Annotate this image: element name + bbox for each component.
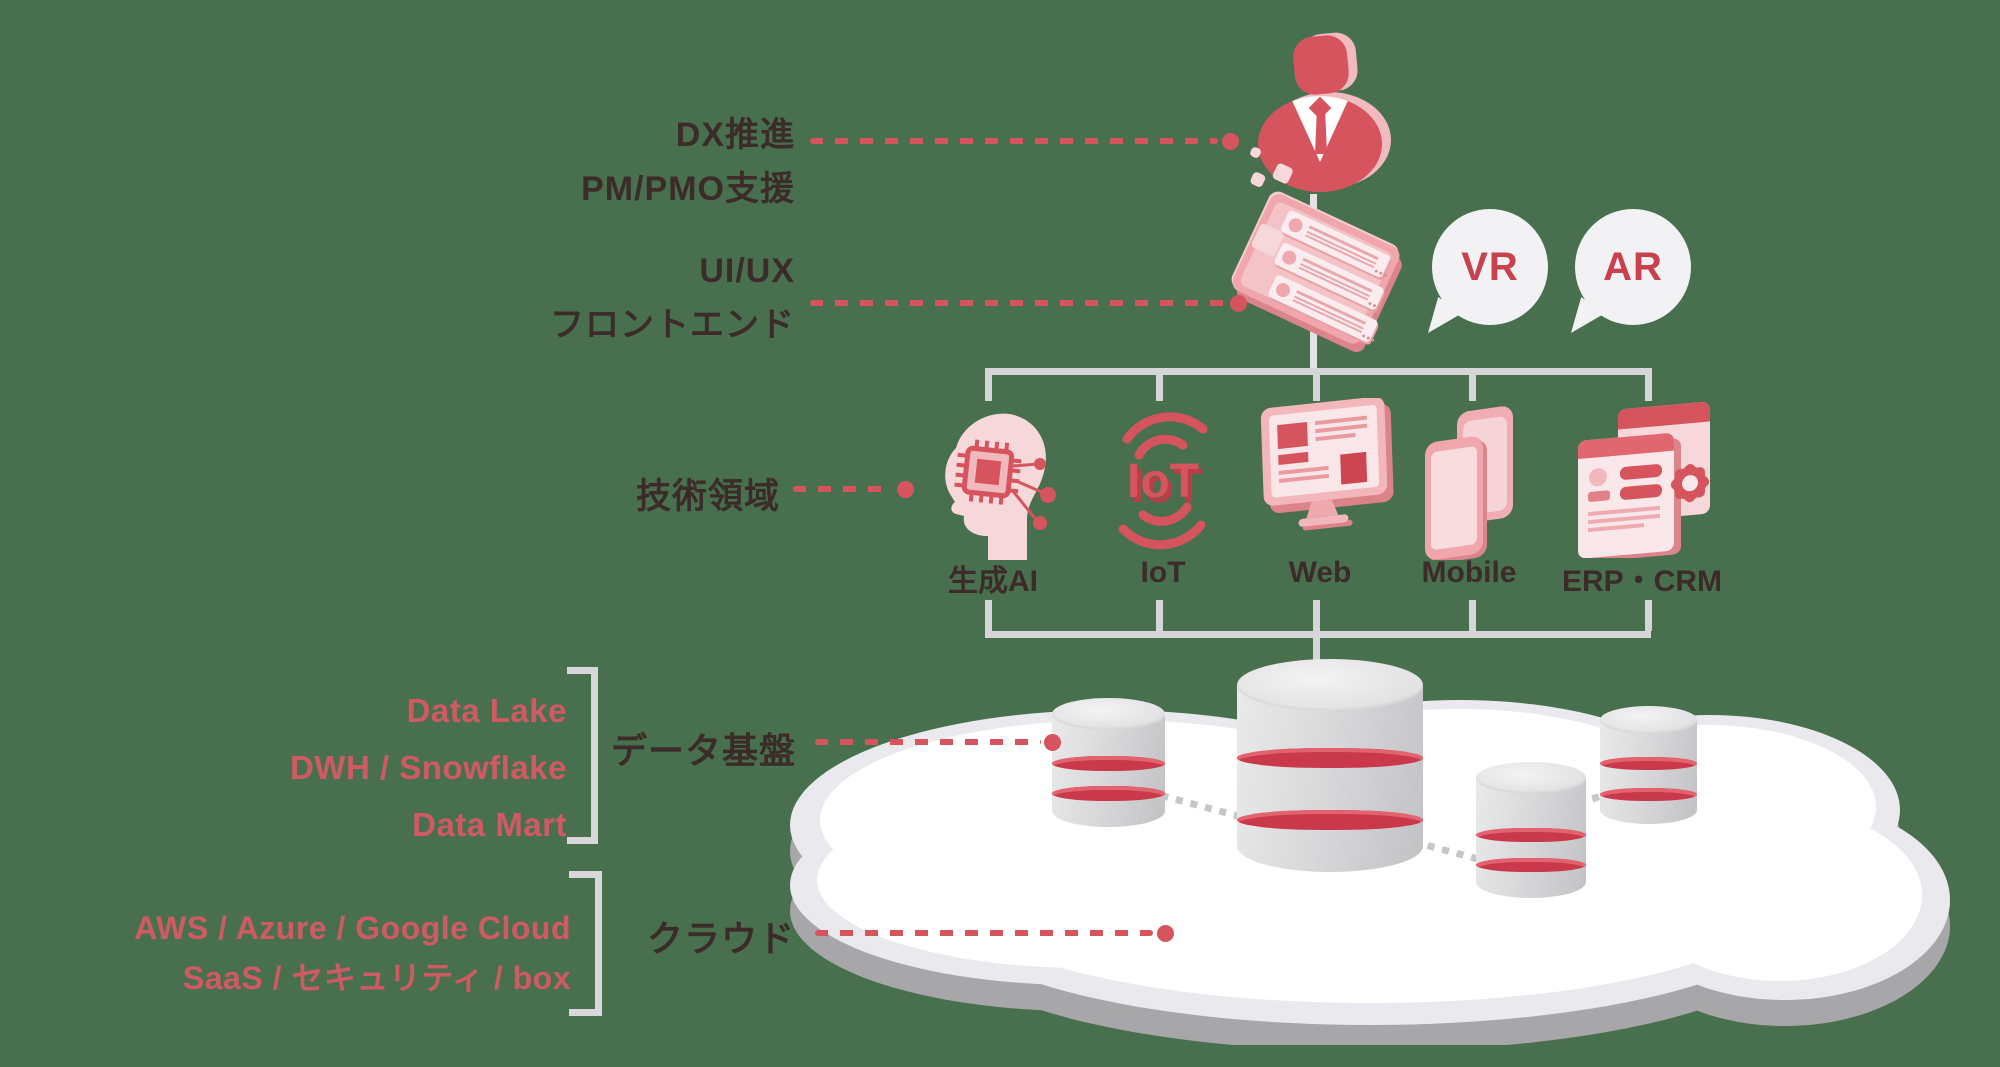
generative-ai-icon [945,413,1056,560]
top-connector-stub [1156,368,1163,401]
web-icon [1260,398,1394,531]
database-ring [1052,756,1165,771]
annotation-tech-domain: 技術領域 [635,477,780,516]
annotation-cloud: クラウド [646,918,795,959]
database-ring [1052,786,1165,801]
annotation-uiux-line1: UI/UX [699,252,795,290]
data-platform-stack-item: Data Mart [412,806,567,843]
row-avatar-icon [1279,248,1299,267]
top-connector-stub [1645,368,1652,401]
dx-leader-line [810,138,1218,144]
dx-leader-dot [1222,133,1239,150]
annotation-data-platform: データ基盤 [610,730,796,771]
database-top [1237,659,1423,711]
data-platform-stack-item: Data Lake [406,692,567,729]
uiux-leader-line [810,300,1226,306]
database-ring [1476,858,1586,872]
vr-bubble: VR [1428,209,1548,333]
bottom-connector-stub [1469,600,1476,631]
iot-icon: IoT IoT [1118,412,1208,550]
connector-to-database [1313,638,1320,663]
cloud-bracket [569,871,602,1016]
bottom-connector-line [985,631,1651,638]
row-dots [1367,301,1372,306]
annotation-uiux: UI/UX フロントエンド [550,244,795,352]
database-cylinder [1600,706,1697,824]
database-top [1476,762,1586,794]
tech-leader-dot [897,481,914,498]
bottom-connector-stub [1156,600,1163,631]
svg-text:IoT: IoT [1131,460,1203,513]
cloud-stack-item: SaaS / セキュリティ / box [182,960,571,996]
database-ring [1600,788,1697,801]
tech-label-erp-crm: ERP・CRM [1561,565,1722,598]
data-platform-bracket [567,667,598,844]
annotation-dx: DX推進 PM/PMO支援 [581,108,795,216]
database-ring [1600,757,1697,770]
database-cylinder [1052,698,1165,827]
database-body [1600,720,1697,824]
top-connector-stub [1313,368,1320,401]
tech-label-web: Web [1288,556,1352,589]
database-cylinder-main [1237,659,1423,872]
businessman-tie [1315,112,1327,154]
cloud-leader-dot [1157,925,1174,942]
row-dots [1361,333,1366,338]
tech-label-generative-ai: 生成AI [948,565,1038,598]
data-platform-leader-line [815,739,1041,745]
database-ring [1237,810,1423,830]
data-platform-stack-list: Data Lake DWH / Snowflake Data Mart [290,682,567,853]
top-connector-stub [985,368,992,401]
vr-bubble-tail [1428,297,1462,333]
row-avatar-icon [1273,280,1293,300]
uiux-leader-dot [1230,295,1247,312]
cloud-stack-item: AWS / Azure / Google Cloud [134,910,571,946]
bottom-connector-stub [1313,600,1320,631]
ar-bubble-tail [1571,297,1605,333]
businessman-head [1291,33,1351,97]
tech-leader-line [793,486,893,492]
data-platform-leader-dot [1044,734,1061,751]
mobile-icon [1425,406,1513,560]
top-connector-stub [1469,368,1476,401]
bottom-connector-stub [1645,600,1652,631]
database-top [1600,706,1697,734]
database-top [1052,698,1165,730]
cloud-stack-list: AWS / Azure / Google Cloud SaaS / セキュリティ… [134,903,571,1003]
database-ring [1476,828,1586,842]
annotation-dx-line1: DX推進 [675,116,795,154]
ar-bubble-label: AR [1603,244,1663,289]
tech-label-mobile: Mobile [1421,556,1517,589]
tablet-ui-icon [1229,145,1403,348]
vr-bubble-label: VR [1461,244,1519,289]
row-avatar-icon [1286,215,1305,235]
erp-crm-icon [1578,402,1710,558]
row-dots [1374,269,1379,274]
annotation-uiux-line2: フロントエンド [550,306,795,344]
bottom-connector-stub [985,600,992,631]
tech-label-iot: IoT [1140,556,1186,589]
database-ring [1237,748,1423,768]
database-body [1237,685,1423,872]
data-platform-stack-item: DWH / Snowflake [289,749,567,786]
svg-text:IoT: IoT [1127,455,1199,508]
database-cylinder [1476,762,1586,898]
ar-bubble: AR [1571,209,1691,333]
cloud-leader-line [815,930,1153,936]
annotation-dx-line2: PM/PMO支援 [581,170,795,208]
